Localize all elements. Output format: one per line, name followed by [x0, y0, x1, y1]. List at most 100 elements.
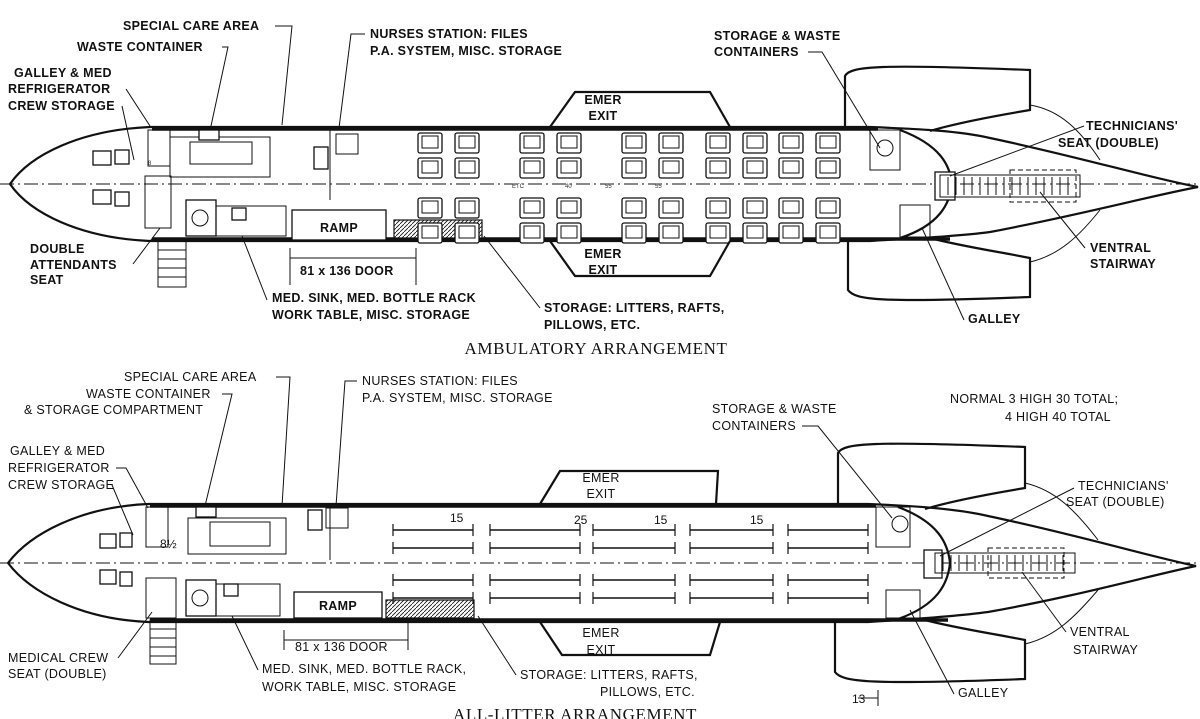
leader-line: [116, 467, 149, 509]
technicians-label: TECHNICIANS': [1086, 119, 1178, 133]
wing-top: [836, 442, 1027, 511]
ventral-stairway-label: VENTRAL: [1070, 625, 1130, 639]
leader-line: [210, 46, 229, 127]
leader-line: [204, 393, 233, 507]
passenger-seat: [621, 132, 647, 154]
seat-cushion: [709, 200, 727, 214]
seat-cushion: [662, 225, 680, 239]
waste-container-label: & STORAGE COMPARTMENT: [24, 403, 203, 417]
seat-cushion: [782, 200, 800, 214]
leader-line: [241, 235, 268, 301]
galley-med-label: GALLEY & MED: [14, 66, 112, 80]
medical-crew-seat-block: [145, 577, 177, 619]
galley-block-aft: [899, 204, 931, 238]
passenger-seat: [556, 197, 582, 219]
leader-line: [939, 487, 1075, 557]
passenger-seat: [454, 157, 480, 179]
all-litter-title: ALL-LITTER ARRANGEMENT: [453, 705, 697, 719]
ventral-stairway-label: VENTRAL: [1090, 241, 1151, 255]
seat-cushion: [421, 160, 439, 174]
waste-container: [195, 506, 217, 518]
leader-line: [483, 235, 541, 309]
litter-spacing-dim: 15: [450, 511, 464, 525]
passenger-seat: [815, 222, 841, 244]
dim-13-label: 13: [852, 692, 866, 706]
technicians-label: SEAT (DOUBLE): [1066, 495, 1165, 509]
leader-line: [802, 425, 893, 519]
seat-cushion: [523, 225, 541, 239]
door-label: 81 x 136 DOOR: [295, 640, 388, 654]
storage-litters-label: PILLOWS, ETC.: [600, 685, 695, 699]
storage-waste-block: [869, 129, 901, 171]
passenger-seat: [454, 197, 480, 219]
seat-cushion: [560, 200, 578, 214]
leader-line: [275, 25, 293, 126]
emer-exit-label: EMER: [584, 93, 621, 107]
leader-line: [338, 33, 365, 129]
passenger-seat: [778, 222, 804, 244]
special-care-table: [209, 521, 271, 547]
cockpit-seat: [114, 191, 130, 207]
passenger-seat: [778, 197, 804, 219]
cockpit-seat: [119, 532, 133, 548]
storage-waste-label: STORAGE & WASTE: [714, 29, 841, 43]
seat-cushion: [819, 200, 837, 214]
seat-cushion: [746, 200, 764, 214]
storage-litters-label: STORAGE: LITTERS, RAFTS,: [520, 668, 698, 682]
nurses-station-label: NURSES STATION: FILES: [370, 27, 528, 41]
tail-fillet-bottom: [1024, 589, 1099, 645]
storage-litters-label: PILLOWS, ETC.: [544, 318, 640, 332]
seat-cushion: [709, 135, 727, 149]
seat-cushion: [662, 135, 680, 149]
cockpit-seat: [92, 150, 112, 166]
galley-block: [145, 506, 169, 548]
door-label: 81 x 136 DOOR: [300, 264, 394, 278]
passenger-seat: [742, 132, 768, 154]
seat-cushion: [560, 135, 578, 149]
aisle-dim: 40: [565, 184, 572, 190]
passenger-seat: [417, 222, 443, 244]
fuselage-outline: [6, 502, 1197, 624]
attendants-seat-label: ATTENDANTS: [30, 258, 117, 272]
emer-exit-label: EXIT: [587, 643, 616, 657]
passenger-seat: [705, 197, 731, 219]
rear-bulkhead: [897, 505, 952, 621]
medical-crew-label: MEDICAL CREW: [8, 651, 108, 665]
waste-container-icon: [891, 515, 909, 533]
emer-exit-label: EXIT: [587, 487, 616, 501]
litter-capacity-note: 4 HIGH 40 TOTAL: [1005, 410, 1111, 424]
emer-exit-label: EXIT: [589, 263, 618, 277]
waste-container-label: WASTE CONTAINER: [86, 387, 211, 401]
emer-exit-bottom: [539, 621, 722, 657]
tail-fillet-bottom: [1029, 209, 1101, 263]
passenger-seat: [778, 132, 804, 154]
ramp-label: RAMP: [319, 599, 357, 613]
waste-container-icon: [876, 139, 894, 157]
aisle-dim: 55: [655, 184, 662, 190]
seat-cushion: [625, 200, 643, 214]
storage-waste-label: CONTAINERS: [714, 45, 799, 59]
passenger-seat: [519, 132, 545, 154]
wing-bottom: [833, 618, 1027, 684]
nurses-station-label: P.A. SYSTEM, MISC. STORAGE: [362, 391, 553, 405]
aisle-dim: 55: [605, 184, 612, 190]
seat-cushion: [458, 160, 476, 174]
seat-cushion: [746, 160, 764, 174]
leader-line: [949, 125, 1085, 177]
wing-top: [843, 65, 1032, 133]
leader-line: [921, 227, 965, 321]
ramp: [291, 209, 387, 241]
technicians-label: TECHNICIANS': [1078, 479, 1169, 493]
work-table: [215, 583, 281, 617]
passenger-seat: [556, 222, 582, 244]
leader-line: [477, 615, 517, 676]
leader-line: [111, 484, 134, 536]
med-sink-label: MED. SINK, MED. BOTTLE RACK: [272, 291, 476, 305]
seat-cushion: [709, 225, 727, 239]
seat-cushion: [560, 225, 578, 239]
leader-line: [276, 376, 291, 507]
special-care-label: SPECIAL CARE AREA: [124, 370, 257, 384]
passenger-seat: [705, 157, 731, 179]
cockpit-seat: [99, 533, 117, 549]
seat-cushion: [819, 135, 837, 149]
